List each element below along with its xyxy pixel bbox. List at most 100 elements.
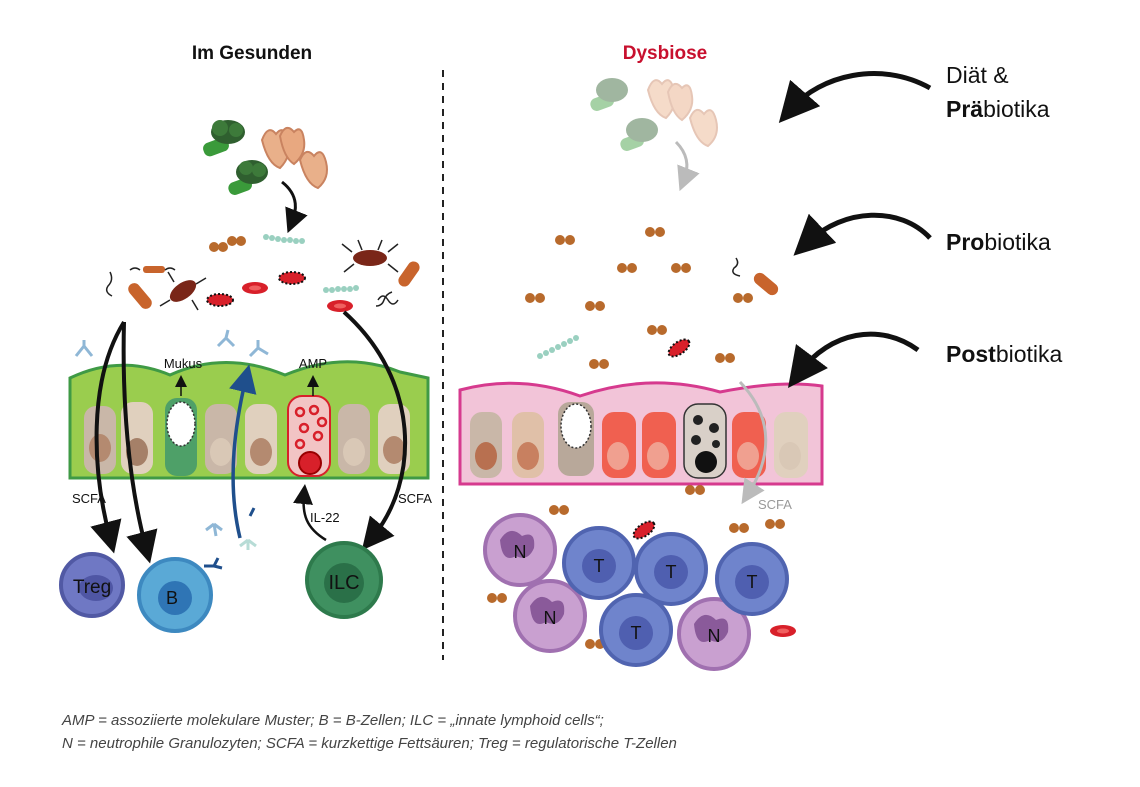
label-n: N — [514, 542, 527, 562]
red-blood-cell-icon — [770, 625, 796, 637]
red-bacterium-icon — [667, 338, 691, 358]
broccoli-icon — [203, 120, 245, 157]
arrow-il22 — [293, 484, 327, 542]
rod-bacterium-icon — [375, 261, 420, 307]
goblet-cell-mucus — [166, 401, 196, 447]
flagellated-bacterium-icon — [341, 239, 399, 273]
red-bacterium-icon — [632, 520, 656, 540]
antibody-icon — [239, 538, 257, 550]
arrow-prebiotics — [778, 71, 932, 124]
label-postbiotics: Postbiotika — [946, 341, 1063, 367]
paneth-cell-granules — [691, 415, 720, 448]
grain-icon — [646, 79, 694, 122]
diplococcus-icon — [585, 301, 605, 311]
arrow-scfa-right — [342, 310, 407, 551]
cell-t: T — [715, 542, 789, 616]
rod-bacterium-icon — [732, 257, 779, 296]
legend-line-2: N = neutrophile Granulozyten; SCFA = kur… — [62, 735, 677, 752]
diplococcus-icon — [729, 523, 749, 533]
translocated-bacteria — [487, 485, 785, 649]
antibody-icon — [248, 507, 256, 517]
streptococcus-chain-icon — [323, 285, 359, 293]
epithelium-healthy — [68, 360, 430, 480]
label-t: T — [666, 562, 677, 582]
diplococcus-icon — [671, 263, 691, 273]
broccoli-icon — [228, 160, 268, 195]
red-blood-cell-icon — [327, 300, 353, 312]
heading-dysbiosis: Dysbiose — [623, 43, 707, 64]
food-icons-healthy — [203, 120, 328, 195]
label-mucus: Mukus — [164, 356, 203, 371]
grain-icon — [298, 150, 328, 190]
cell-ilc: ILC — [305, 541, 383, 619]
antibody-icon — [74, 340, 94, 357]
diplococcus-icon — [647, 325, 667, 335]
label-n: N — [544, 608, 557, 628]
broccoli-icon — [590, 78, 628, 111]
antibody-icon — [248, 340, 269, 358]
arrow-scfa-dysbiosis — [738, 380, 768, 505]
bacteria-dysbiosis — [525, 227, 753, 369]
label-scfa-right: SCFA — [398, 491, 432, 506]
cell-neutrophil: N — [483, 513, 557, 587]
epithelium-dysbiosis — [458, 381, 824, 486]
cell-treg: Treg — [59, 552, 125, 618]
diplococcus-icon — [487, 593, 507, 603]
diplococcus-icon — [555, 235, 575, 245]
diplococcus-icon — [685, 485, 705, 495]
antibody-icon — [205, 522, 223, 537]
diplococcus-icon — [589, 359, 609, 369]
flagellated-bacterium-icon — [159, 271, 207, 311]
cell-neutrophil: N — [677, 597, 751, 671]
arrow-b-cell-antibodies — [229, 364, 257, 539]
arrow-scfa-left-2 — [121, 321, 158, 564]
cell-t: T — [634, 532, 708, 606]
broccoli-icon — [620, 118, 658, 151]
antibody-icon — [216, 329, 236, 348]
label-t: T — [594, 556, 605, 576]
label-ilc: ILC — [328, 572, 359, 594]
arrow-scfa-left — [90, 320, 126, 554]
label-prebiotics: Präbiotika — [946, 96, 1050, 122]
streptococcus-chain-icon — [263, 234, 305, 244]
antibody-icons-healthy — [74, 329, 269, 358]
grain-icon — [688, 108, 718, 148]
grain-icon — [260, 126, 306, 170]
cell-t: T — [562, 526, 636, 600]
diplococcus-icon — [227, 236, 246, 246]
diplococcus-icon — [715, 353, 735, 363]
label-b: B — [166, 588, 178, 608]
antibody-icon — [204, 557, 223, 570]
diplococcus-icon — [617, 263, 637, 273]
label-t: T — [631, 623, 642, 643]
bacteria-healthy — [105, 234, 420, 312]
diplococcus-icon — [549, 505, 569, 515]
red-blood-cell-icon — [242, 282, 268, 294]
label-diet: Diät & — [946, 62, 1009, 88]
food-icons-dysbiosis — [590, 78, 718, 151]
label-amp: AMP — [299, 356, 327, 371]
label-scfa-left: SCFA — [72, 491, 106, 506]
diplococcus-icon — [645, 227, 665, 237]
rod-bacterium-icon — [105, 271, 152, 309]
arrow-food-healthy — [281, 180, 308, 234]
arrow-food-dysbiosis — [674, 140, 700, 192]
rod-bacterium-icon — [129, 266, 176, 273]
diplococcus-icon — [733, 293, 753, 303]
label-scfa-dysbiosis: SCFA — [758, 497, 792, 512]
legend-line-1: AMP = assoziierte molekulare Muster; B =… — [62, 712, 604, 729]
diplococcus-icon — [525, 293, 545, 303]
spirochete-icon — [377, 295, 399, 305]
goblet-cell-mucus — [560, 403, 592, 449]
label-t: T — [747, 572, 758, 592]
cell-neutrophil: N — [513, 579, 587, 653]
streptococcus-chain-icon — [537, 335, 579, 359]
label-n: N — [708, 626, 721, 646]
cell-t: T — [599, 593, 673, 667]
paneth-cell-granules — [294, 404, 328, 450]
label-probiotics: Probiotika — [946, 229, 1051, 255]
red-bacterium-icon — [206, 293, 234, 307]
diplococcus-icon — [209, 242, 228, 252]
heading-healthy: Im Gesunden — [192, 43, 312, 64]
